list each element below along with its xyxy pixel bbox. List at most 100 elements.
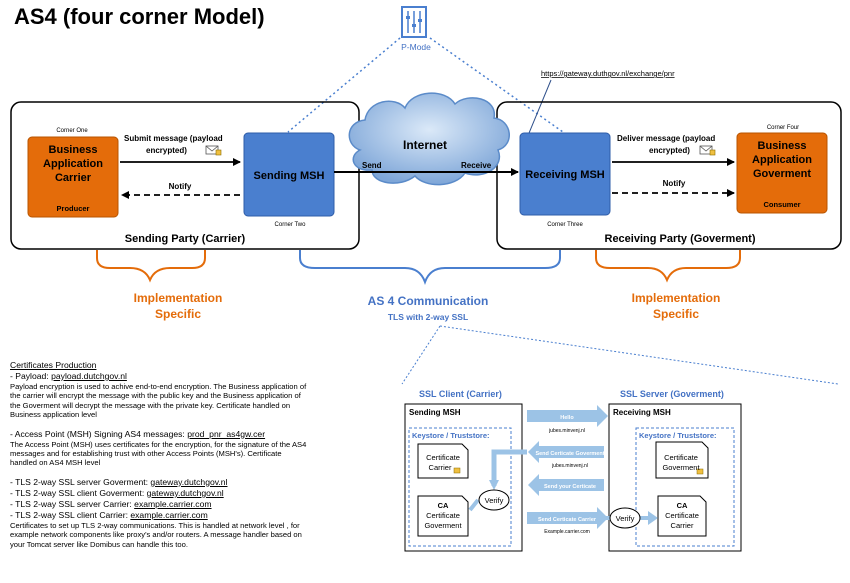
impl-left-bracket — [96, 250, 206, 283]
deliver-message-line1: Deliver message (payload — [617, 134, 715, 143]
zoom-link-left — [401, 325, 441, 385]
as4-tls-label: TLS with 2-way SSL — [388, 312, 468, 322]
tls-line: - TLS 2-way SSL server Goverment: gatewa… — [10, 477, 310, 488]
as4-communication-label: AS 4 Communication — [368, 294, 489, 308]
tls-prefix: - TLS 2-way SSL server Goverment: — [10, 476, 151, 487]
certificates-heading: Certificates Production — [10, 360, 97, 370]
endpoint-url: https://gateway.duthgov.nl/exchange/pnr — [541, 69, 675, 78]
access-point-line: - Access Point (MSH) Signing AS4 message… — [10, 429, 310, 440]
receiving-party-label: Receiving Party (Goverment) — [605, 233, 756, 245]
payload-description: Payload encryption is used to achive end… — [10, 382, 307, 420]
ca-carrier-doc — [657, 495, 707, 537]
cert-carrier-doc — [417, 443, 469, 479]
envelope-lock-icon — [205, 145, 222, 156]
tls-line: - TLS 2-way SSL client Carrier: example.… — [10, 510, 310, 521]
deliver-message-line2: encrypted) — [649, 146, 690, 155]
sending-msh-box — [243, 132, 335, 217]
tls-prefix: - TLS 2-way SSL client Carrier: — [10, 509, 131, 520]
send-gov-cert-arrow — [528, 441, 604, 463]
business-app-goverment-line1: Business — [758, 140, 807, 152]
verify-left-label: Verify — [485, 496, 504, 505]
tls-link[interactable]: example.carrier.com — [134, 498, 212, 509]
verify-left-circle — [478, 489, 510, 511]
consumer-label: Consumer — [763, 200, 800, 209]
ca-carrier-line2: Certificate — [665, 511, 699, 520]
business-app-carrier-box — [27, 136, 119, 218]
pmode-icon — [401, 6, 427, 38]
tls-link[interactable]: gateway.dutchgov.nl — [150, 476, 228, 487]
access-point-description: The Access Point (MSH) uses certificates… — [10, 439, 307, 468]
access-point-prefix: - Access Point (MSH) Signing AS4 message… — [10, 428, 188, 439]
business-app-carrier-line2: Application — [43, 158, 103, 170]
producer-label: Producer — [57, 204, 90, 213]
send-carrier-cert-sub: Example.carrier.com — [544, 529, 590, 535]
pmode-link-left — [287, 37, 401, 133]
tls-line: - TLS 2-way SSL server Carrier: example.… — [10, 499, 310, 510]
send-gov-cert-sub: jubes.minvenj.nl — [551, 463, 588, 469]
payload-link[interactable]: payload.dutchgov.nl — [51, 371, 127, 381]
notify-left-label: Notify — [169, 182, 192, 191]
business-app-carrier-line3: Carrier — [55, 172, 92, 184]
ca-gov-line1: CA — [438, 501, 449, 510]
certificates-section: Certificates Production - Payload: paylo… — [10, 360, 310, 549]
hello-label: Hello — [560, 415, 574, 421]
page-title: AS4 (four corner Model) — [14, 4, 265, 29]
ca-carrier-line1: CA — [677, 501, 688, 510]
verify-right-label: Verify — [616, 514, 635, 523]
cert-gov-doc — [655, 441, 709, 479]
send-gov-cert-label: Send Certicate Goverment — [535, 451, 604, 457]
impl-left-line2: Specific — [155, 307, 201, 321]
internet-label: Internet — [403, 138, 447, 152]
ca-gov-line3: Goverment — [424, 521, 462, 530]
ca-carrier-line3: Carrier — [671, 521, 694, 530]
pmode-link-right — [429, 37, 564, 133]
corner-two-label: Corner Two — [275, 222, 307, 228]
corner-three-label: Corner Three — [547, 222, 583, 228]
cert-carrier-line1: Certificate — [426, 453, 460, 462]
keystore-left-box — [408, 427, 512, 547]
hello-arrow — [527, 405, 608, 427]
send-carrier-cert-label: Send Certicate Carrier — [538, 517, 597, 523]
tls-line: - TLS 2-way SSL client Goverment: gatewa… — [10, 488, 310, 499]
access-point-link[interactable]: prod_pnr_as4gw.cer — [187, 428, 266, 439]
ca-gov-line2: Certificate — [426, 511, 460, 520]
impl-right-line2: Specific — [653, 307, 699, 321]
verify-left-to-ca — [468, 498, 480, 512]
sending-msh-label: Sending MSH — [254, 170, 325, 182]
business-app-goverment-line2: Application — [752, 154, 812, 166]
business-app-carrier-line1: Business — [49, 144, 98, 156]
verify-left-connector — [491, 449, 527, 486]
internet-cloud — [348, 92, 510, 186]
pmode-label: P-Mode — [401, 42, 431, 52]
cert-carrier-line2: Carrier — [429, 463, 452, 472]
keystore-right-box — [635, 427, 735, 547]
send-label: Send — [362, 161, 382, 170]
notify-right-label: Notify — [663, 179, 686, 188]
tls-prefix: - TLS 2-way SSL server Carrier: — [10, 498, 135, 509]
business-app-goverment-line3: Goverment — [753, 168, 811, 180]
ca-gov-doc — [417, 495, 469, 537]
payload-line: - Payload: payload.dutchgov.nl — [10, 371, 310, 382]
receiving-msh-box — [519, 132, 611, 216]
send-carrier-cert-arrow — [527, 507, 608, 529]
tls-link[interactable]: gateway.dutchgov.nl — [146, 487, 224, 498]
as4-bracket — [299, 250, 561, 285]
submit-message-line2: encrypted) — [146, 146, 187, 155]
submit-message-line1: Submit message (payload — [124, 134, 223, 143]
receiving-party-box — [496, 101, 842, 250]
send-your-cert-label: Send your Certicate — [544, 484, 596, 490]
impl-right-line1: Implementation — [632, 291, 721, 305]
tls-link[interactable]: example.carrier.com — [130, 509, 208, 520]
verify-right-circle — [609, 507, 641, 529]
corner-four-label: Corner Four — [767, 125, 799, 131]
send-your-cert-arrow — [528, 474, 604, 496]
cert-gov-line1: Certificate — [664, 453, 698, 462]
sending-party-label: Sending Party (Carrier) — [125, 233, 246, 245]
receive-label: Receive — [461, 161, 492, 170]
hello-sub: jubes.minvenj.nl — [548, 428, 585, 434]
ssl-receiving-msh-label: Receiving MSH — [613, 408, 671, 417]
payload-prefix: - Payload: — [10, 371, 52, 381]
tls-description: Certificates to set up TLS 2-way communi… — [10, 520, 302, 549]
business-app-goverment-box — [736, 132, 828, 214]
